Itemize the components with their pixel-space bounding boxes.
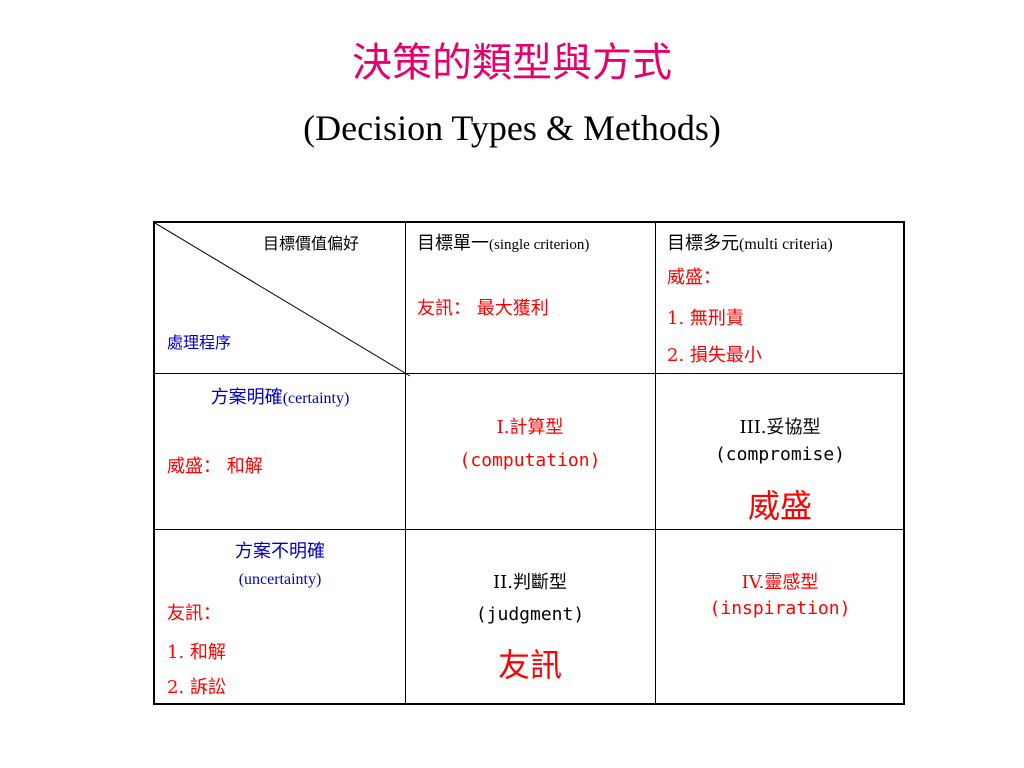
row-header-uncertainty-en: (uncertainty) — [238, 571, 322, 588]
column-header-multi-item-1: 1. 無刑責 — [667, 308, 744, 329]
cell-compromise-sub: (compromise) — [714, 444, 846, 465]
row-header-certainty-en: (certainty) — [282, 390, 350, 407]
corner-header-bottom: 處理程序 — [167, 333, 232, 352]
cell-compromise-company: 威盛 — [747, 487, 812, 525]
column-header-multi-en: (multi criteria) — [739, 236, 833, 253]
row-header-certainty-zh: 方案明確 — [210, 387, 283, 408]
column-header-single-zh: 目標單一 — [417, 233, 489, 254]
cell-computation-sub: (computation) — [459, 450, 601, 471]
cell-inspiration-sub: (inspiration) — [709, 598, 851, 619]
page-title-english: (Decision Types & Methods) — [303, 108, 721, 148]
row-header-uncertainty-zh: 方案不明確 — [235, 541, 325, 562]
corner-header-top: 目標價值偏好 — [263, 234, 360, 253]
row-divider-1 — [155, 373, 903, 374]
column-divider-1 — [405, 223, 406, 703]
corner-diagonal-line — [155, 223, 411, 377]
column-header-multi-note-title: 威盛： — [667, 267, 721, 288]
row-header-certainty: 方案明確(certainty) — [155, 386, 405, 411]
cell-judgment-sub: (judgment) — [475, 604, 585, 625]
cell-computation-title: I.計算型 — [496, 417, 564, 438]
row-header-uncertainty-note-title: 友訊： — [167, 603, 221, 624]
row-header-certainty-note: 威盛： 和解 — [167, 456, 263, 477]
column-header-multi-zh: 目標多元 — [667, 233, 739, 254]
column-header-multi-item-2: 2. 損失最小 — [667, 345, 762, 366]
row-header-uncertainty-item-2: 2. 訴訟 — [167, 677, 226, 698]
cell-inspiration-title: IV.靈感型 — [741, 572, 819, 593]
column-header-single-en: (single criterion) — [489, 237, 590, 253]
column-header-single-note: 友訊： 最大獲利 — [417, 298, 549, 319]
column-divider-2 — [655, 223, 656, 703]
column-header-single-criterion: 目標單一(single criterion) — [417, 232, 589, 257]
row-header-uncertainty-item-1: 1. 和解 — [167, 642, 226, 663]
cell-compromise-title: III.妥協型 — [739, 417, 821, 438]
cell-judgment-title: II.判斷型 — [493, 572, 567, 593]
column-header-multi-criteria: 目標多元(multi criteria) — [667, 232, 833, 257]
cell-judgment-company: 友訊 — [497, 646, 562, 684]
row-divider-2 — [155, 529, 903, 530]
decision-table: 目標價值偏好 處理程序 目標單一(single criterion) 友訊： 最… — [153, 221, 905, 705]
page-title-chinese: 決策的類型與方式 — [352, 40, 672, 86]
